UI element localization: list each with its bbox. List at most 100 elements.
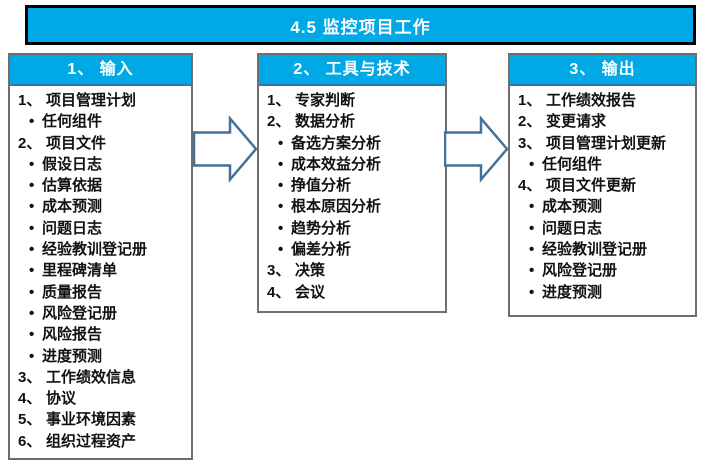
item-marker: •	[529, 241, 535, 259]
item-text: 经验教训登记册	[542, 241, 648, 259]
list-item: • 进度预测	[18, 346, 189, 367]
list-item: •备选方案分析	[267, 133, 443, 154]
item-text: 问题日志	[42, 219, 103, 237]
item-text: 项目管理计划更新	[546, 134, 667, 152]
item-marker: 1、	[518, 92, 542, 109]
item-marker: 1、	[267, 92, 291, 109]
arrow-right-icon	[193, 115, 258, 183]
item-text: 问题日志	[542, 219, 603, 237]
list-item: • 风险登记册	[518, 260, 693, 281]
list-item: 4、项目文件更新	[518, 175, 693, 196]
item-text: 决策	[295, 262, 326, 280]
item-text: 偏差分析	[291, 241, 352, 259]
item-marker: •	[29, 262, 35, 280]
item-marker: •	[529, 219, 535, 237]
list-item: 2、数据分析	[267, 111, 443, 132]
item-text: 质量报告	[42, 283, 103, 301]
item-marker: •	[529, 198, 535, 216]
item-marker: 3、	[518, 134, 542, 152]
item-marker: •	[29, 219, 35, 237]
item-text: 风险报告	[42, 326, 103, 344]
list-item: 6、组织过程资产	[18, 431, 189, 452]
item-marker: •	[278, 177, 284, 195]
item-text: 工作绩效信息	[46, 368, 137, 386]
item-marker: •	[29, 177, 35, 195]
list-item: • 成本效益分析	[267, 154, 443, 175]
item-marker: •	[278, 219, 284, 237]
item-text: 数据分析	[295, 113, 356, 131]
item-marker: •	[29, 241, 35, 259]
tools-header: 2、 工具与技术	[259, 55, 445, 86]
list-item: • 经验教训登记册	[518, 239, 693, 260]
item-text: 项目文件更新	[546, 177, 637, 195]
list-item: • 经验教训登记册	[18, 239, 189, 260]
item-marker: •	[278, 241, 284, 259]
item-marker: •	[29, 347, 35, 365]
item-marker: •	[278, 198, 284, 216]
item-marker: •	[29, 326, 35, 344]
list-item: 1、项目管理计划	[18, 90, 189, 111]
item-text: 变更请求	[546, 113, 607, 131]
item-text: 挣值分析	[291, 177, 352, 195]
list-item: •成本预测	[18, 196, 189, 217]
item-text: 项目文件	[46, 134, 107, 152]
list-item: 1、工作绩效报告	[518, 90, 693, 111]
list-item: • 挣值分析	[267, 175, 443, 196]
item-text: 备选方案分析	[291, 134, 382, 152]
item-marker: •	[29, 304, 35, 322]
item-text: 趋势分析	[291, 219, 352, 237]
item-marker: •	[278, 155, 284, 173]
item-marker: •	[29, 155, 35, 173]
list-item: •估算依据	[18, 175, 189, 196]
item-text: 经验教训登记册	[42, 241, 148, 259]
item-text: 假设日志	[42, 155, 103, 173]
item-marker: •	[29, 198, 35, 216]
list-item: 3、决策	[267, 260, 443, 281]
item-text: 成本效益分析	[291, 155, 382, 173]
list-item: 1、专家判断	[267, 90, 443, 111]
item-text: 进度预测	[542, 283, 603, 301]
item-marker: 4、	[18, 390, 42, 408]
item-marker: •	[529, 155, 535, 173]
list-item: • 问题日志	[518, 218, 693, 239]
item-marker: •	[29, 283, 35, 301]
item-text: 项目管理计划	[46, 92, 137, 109]
list-item: • 假设日志	[18, 154, 189, 175]
list-item: •风险登记册	[18, 303, 189, 324]
list-item: •任何组件	[518, 154, 693, 175]
item-text: 进度预测	[42, 347, 103, 365]
outputs-header: 3、 输出	[510, 55, 695, 86]
item-marker: 2、	[518, 113, 542, 131]
item-text: 风险登记册	[542, 262, 618, 280]
list-item: • 风险报告	[18, 324, 189, 345]
item-text: 根本原因分析	[291, 198, 382, 216]
item-text: 协议	[46, 390, 77, 408]
list-item: • 成本预测	[518, 196, 693, 217]
list-item: 3、工作绩效信息	[18, 367, 189, 388]
item-marker: 2、	[18, 134, 42, 152]
item-text: 工作绩效报告	[546, 92, 637, 109]
item-marker: •	[29, 113, 35, 131]
item-text: 会议	[295, 283, 326, 301]
item-marker: •	[529, 262, 535, 280]
arrow-right-icon	[444, 115, 509, 183]
item-marker: 4、	[267, 283, 291, 301]
list-item: 5、事业环境因素	[18, 409, 189, 430]
list-item: 2、项目文件	[18, 133, 189, 154]
list-item: • 进度预测	[518, 282, 693, 303]
item-text: 成本预测	[542, 198, 603, 216]
list-item: • 问题日志	[18, 218, 189, 239]
list-item: 3、项目管理计划更新	[518, 133, 693, 154]
item-text: 里程碑清单	[42, 262, 118, 280]
list-item: • 质量报告	[18, 282, 189, 303]
item-marker: •	[529, 283, 535, 301]
process-title: 4.5 监控项目工作	[290, 17, 431, 37]
item-marker: 3、	[18, 368, 42, 386]
